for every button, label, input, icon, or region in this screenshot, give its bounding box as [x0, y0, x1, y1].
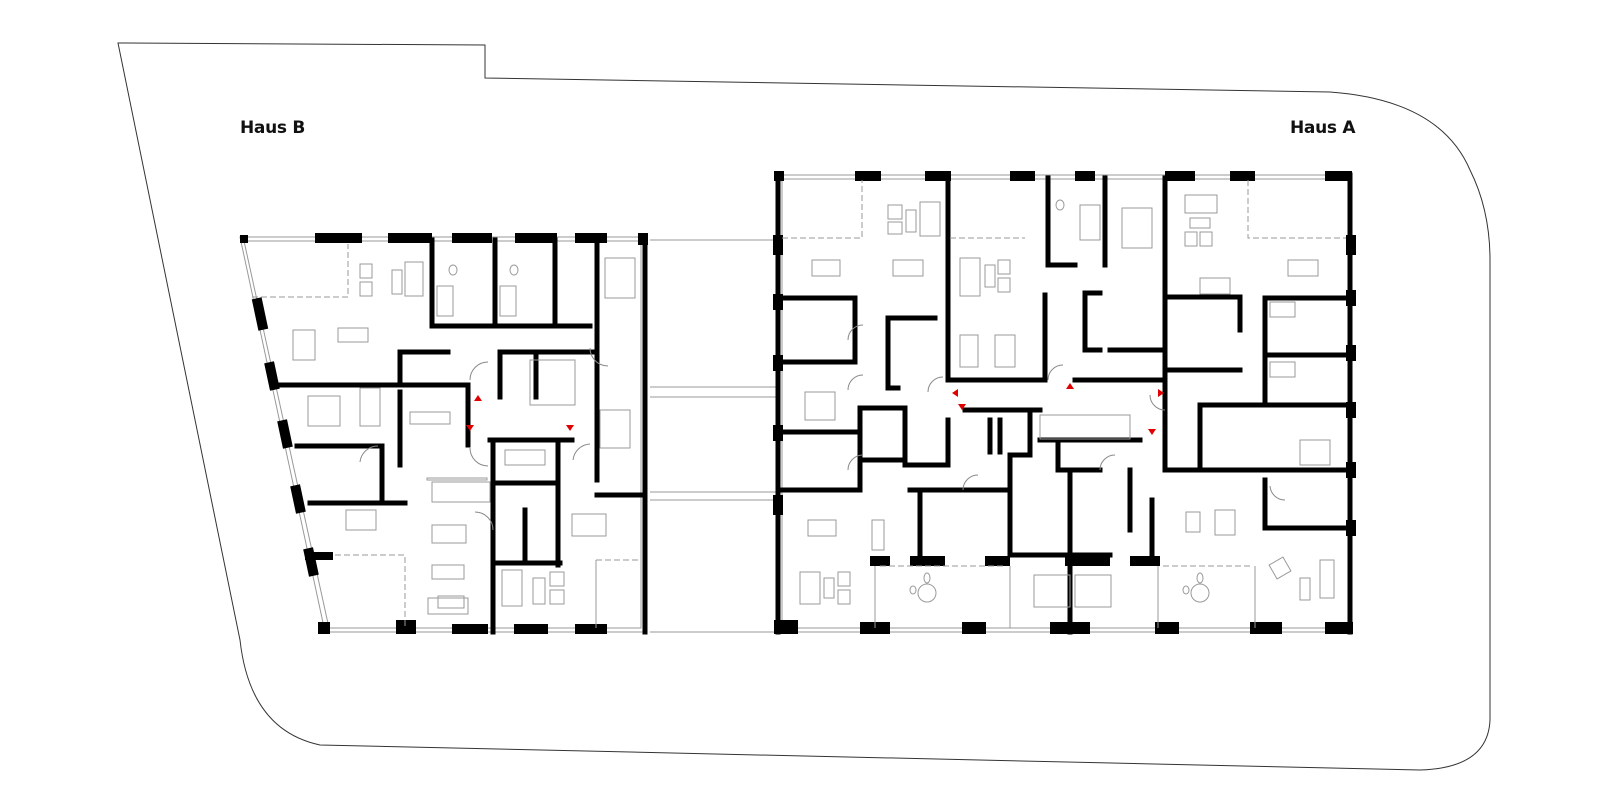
haus-a-furniture — [799, 194, 1335, 608]
haus-b-plan — [239, 233, 648, 635]
haus-b-pillars — [240, 233, 648, 634]
haus-b-doors — [359, 347, 609, 531]
entrance-marker — [1066, 383, 1074, 389]
site-boundary — [117, 42, 1491, 771]
haus-b-balconies — [252, 244, 640, 628]
entrance-marker — [474, 395, 482, 401]
haus-a-pillars — [773, 171, 1356, 634]
entrance-marker — [566, 425, 574, 431]
haus-b-walls — [277, 234, 648, 635]
building-label-haus-a: Haus A — [1290, 118, 1356, 138]
haus-a-entrance-markers — [952, 383, 1164, 435]
entrance-marker — [1158, 389, 1164, 397]
haus-a-doors — [847, 324, 1286, 501]
building-label-haus-b: Haus B — [240, 118, 305, 138]
haus-a-plan — [773, 171, 1356, 635]
connector-walkways — [650, 239, 778, 633]
haus-b-entrance-markers — [466, 395, 574, 431]
haus-b-furniture — [292, 257, 636, 615]
entrance-marker — [466, 425, 474, 431]
entrance-marker — [952, 389, 958, 397]
haus-a-walls — [775, 172, 1353, 635]
haus-a-balconies — [782, 180, 1346, 628]
entrance-marker — [1148, 429, 1156, 435]
entrance-marker — [958, 404, 966, 410]
